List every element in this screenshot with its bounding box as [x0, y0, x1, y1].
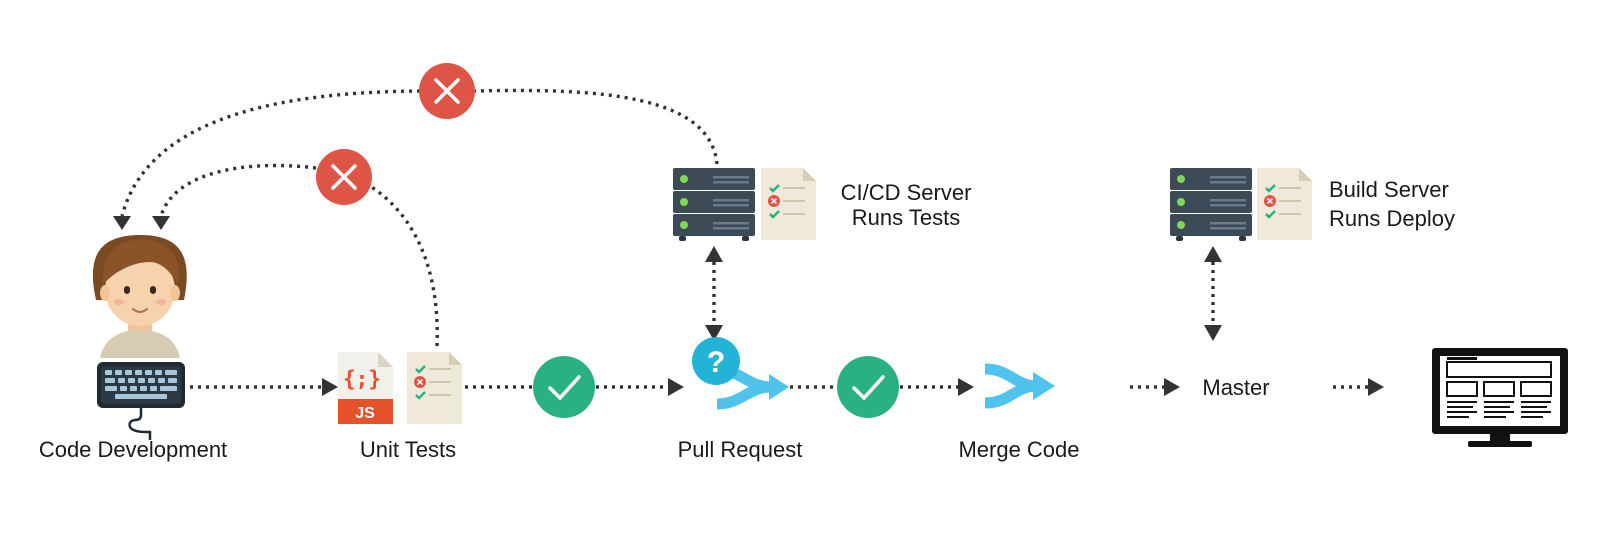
- pass-to-pull-request-arrowhead: [668, 378, 684, 396]
- ci-cd-runs-tests-label: Runs Tests: [852, 205, 960, 230]
- js-badge-label: JS: [355, 405, 375, 422]
- master-label: Master: [1202, 375, 1269, 400]
- question-mark-glyph: ?: [707, 346, 725, 379]
- ci-server-down-arrowhead: [705, 325, 723, 341]
- ci-cd-server-label: CI/CD Server: [841, 180, 972, 205]
- ci-fail-loop-arrowhead: [113, 216, 131, 230]
- pass-to-merge-arrowhead: [958, 378, 974, 396]
- server-icon: [673, 168, 755, 241]
- pass-check-icon: [837, 356, 899, 418]
- test-report-icon: [761, 168, 816, 240]
- ci-fail-loop-connector: [120, 88, 719, 217]
- server-icon: [1170, 168, 1252, 241]
- developer-icon: [92, 235, 187, 358]
- master-to-monitor-arrowhead: [1368, 378, 1384, 396]
- build-server-up-arrowhead: [1204, 246, 1222, 262]
- test-report-icon: [407, 352, 462, 424]
- monitor-icon: [1432, 348, 1568, 447]
- dev-to-unit-tests-arrowhead: [322, 378, 338, 396]
- unit-test-fail-loop-arrowhead: [152, 216, 170, 230]
- ci-server-up-arrowhead: [705, 246, 723, 262]
- fail-x-icon: [316, 149, 372, 205]
- build-server-label: Build Server: [1329, 177, 1449, 202]
- pass-check-icon: [533, 356, 595, 418]
- test-report-icon: [1257, 168, 1312, 240]
- build-runs-deploy-label: Runs Deploy: [1329, 206, 1455, 231]
- code-development-label: Code Development: [39, 437, 227, 462]
- question-icon: ?: [692, 337, 740, 385]
- unit-test-fail-loop-connector: [159, 163, 439, 347]
- merge-arrow-icon: [984, 363, 1055, 409]
- merge-to-master-arrowhead: [1164, 378, 1180, 396]
- merge-code-label: Merge Code: [958, 437, 1079, 462]
- js-braces-glyph: {;}: [343, 367, 381, 391]
- js-file-icon: {;} JS: [338, 352, 393, 424]
- unit-tests-label: Unit Tests: [360, 437, 456, 462]
- pull-request-label: Pull Request: [678, 437, 803, 462]
- connectors: [113, 88, 1384, 396]
- build-server-down-arrowhead: [1204, 325, 1222, 341]
- fail-x-icon: [419, 63, 475, 119]
- keyboard-icon: [97, 362, 185, 440]
